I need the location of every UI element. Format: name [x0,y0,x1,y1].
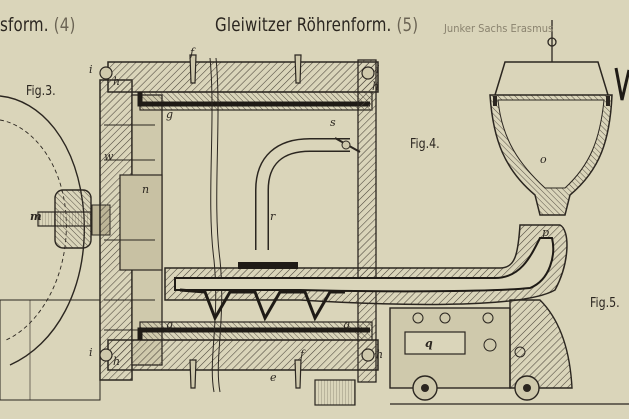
letter-r: r [270,210,276,223]
letter-i-top-right: i [376,63,380,76]
left-title: sform. (4) [0,14,76,36]
letter-q: q [425,337,433,350]
letter-h-bottom-left: h [113,355,121,368]
fig4-label: Fig.4. [410,137,440,152]
letter-g-lower-left: g [166,318,174,331]
letter-s: s [330,116,336,129]
mould-channel [164,224,568,322]
letter-g-upper-left: g [166,108,174,121]
cut-off-heading-letter [614,67,629,101]
letter-e: e [270,371,277,384]
letter-g-lower-right: g [343,318,351,331]
funnel-o [489,20,613,216]
main-title: Gleiwitzer Röhrenform. (5) [215,14,419,36]
letter-i-top-left: i [89,63,93,76]
letter-f-top: f [190,46,195,59]
right-faint-title: Junker Sachs Erasmus [444,22,554,35]
binding-rope [209,57,223,393]
bottom-flask [107,321,379,371]
carriage-q [389,299,629,405]
letter-m: m [30,210,42,223]
top-flask [107,59,379,383]
bolts [99,54,375,389]
letter-n: n [142,183,150,196]
base-block [314,379,356,406]
letter-p: p [542,226,550,239]
letter-w: w [104,150,114,163]
fig3-label: Fig.3. [26,84,56,99]
letter-h-bottom-right: h [376,348,384,361]
letter-i-bottom-left: i [89,346,93,359]
letter-f-bottom: f [300,348,305,361]
core-pipe-r [255,137,361,250]
fig5-label: Fig.5. [590,296,620,311]
letter-o: o [540,153,547,166]
shaft-m [37,189,111,249]
letter-h-top-right: h [372,80,380,93]
letter-h-top-left: h [113,75,121,88]
